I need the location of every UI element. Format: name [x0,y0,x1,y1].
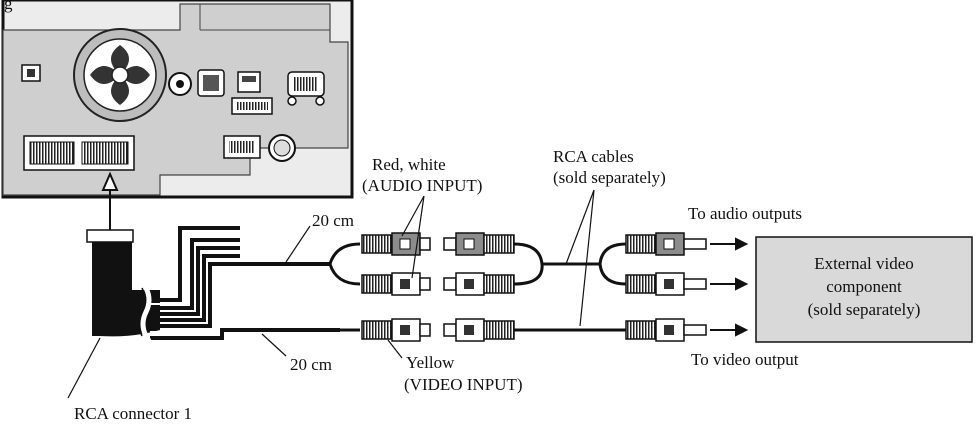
label-rca-connector-1: RCA connector 1 [74,404,192,423]
wide-connector [231,97,273,115]
component-line-1: External video [814,254,914,273]
video-cable-plug [443,318,515,342]
wire-harness [138,226,340,352]
label-to-video-output: To video output [691,350,799,369]
video-yellow-input-plug [361,318,431,342]
rca-connector-1 [86,229,160,337]
audio-branch-cable [250,242,361,286]
leader-lines [261,189,595,359]
mini-din-port [197,69,225,97]
label-video-input: (VIDEO INPUT) [404,375,523,394]
arrow-up-icon [101,171,119,230]
audio-red-input-plug [361,232,431,256]
arrow-right-icon [710,237,749,337]
rca-cable-audio [513,242,627,286]
label-length-upper: 20 cm [312,211,354,230]
label-rca-cables: RCA cables [553,147,634,166]
label-to-audio-outputs: To audio outputs [688,204,802,223]
harness-socket [23,135,135,171]
audio-red-output-plug [625,232,707,256]
leader-line-rca-connector [67,337,101,399]
video-output-plug [625,318,707,342]
usb-port [223,135,261,159]
fan-icon [73,28,167,122]
label-audio-input: (AUDIO INPUT) [362,176,482,195]
label-red-white: Red, white [372,155,446,174]
panel-caption-fragment: g [4,0,13,13]
component-line-3: (sold separately) [808,300,921,319]
antenna-terminal [21,64,41,82]
head-unit-rear-panel: g [1,0,354,199]
audio-white-input-plug [361,272,431,296]
external-video-component: External video component (sold separatel… [755,236,973,343]
label-cables-sold-separately: (sold separately) [553,168,666,187]
label-length-lower: 20 cm [290,355,332,374]
screw-hole [268,134,296,162]
small-connector [237,71,261,93]
audio-white-output-plug [625,272,707,296]
round-jack [168,72,192,96]
audio-red-cable-plug [443,232,515,256]
component-line-2: component [826,277,902,296]
multi-pin-port [287,71,325,106]
audio-white-cable-plug [443,272,515,296]
label-yellow: Yellow [406,353,455,372]
